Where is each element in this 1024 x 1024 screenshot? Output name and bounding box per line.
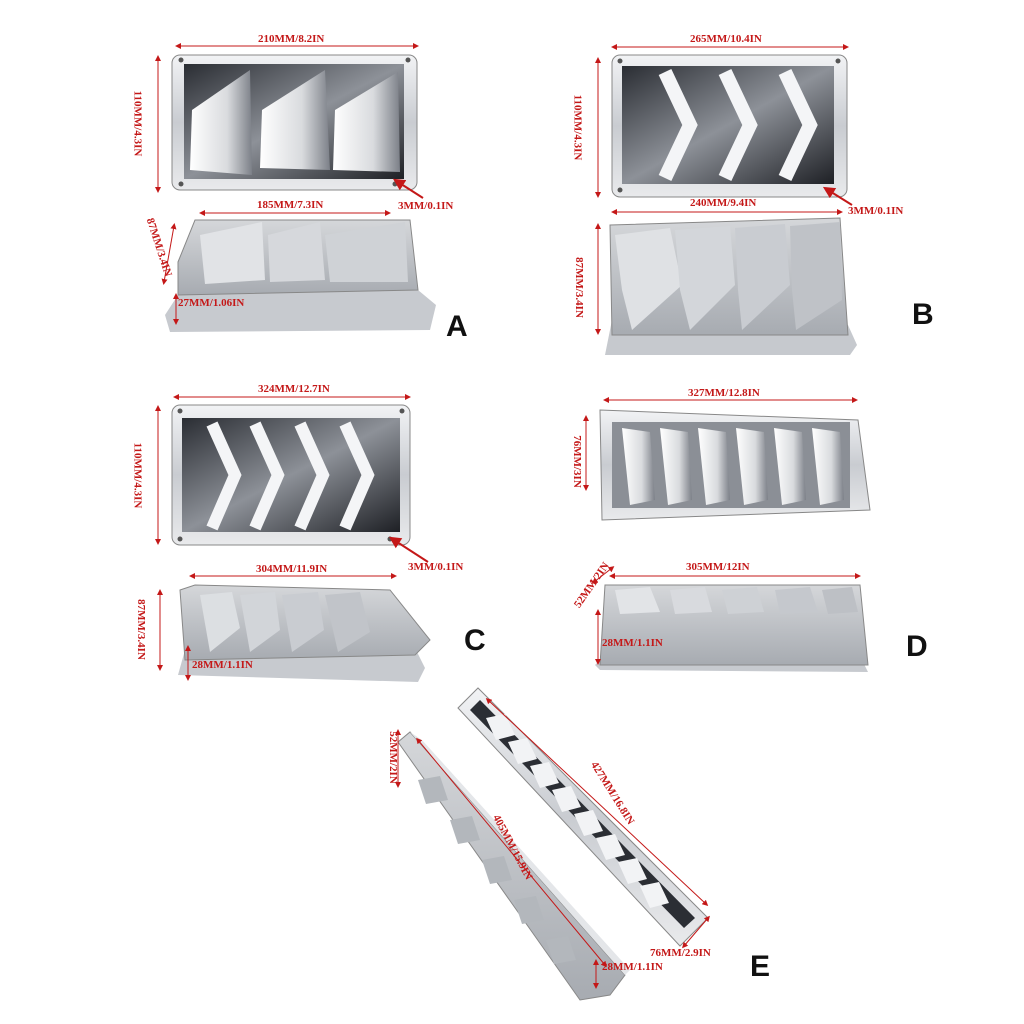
vent-d-top-width-label: 327MM/12.8IN — [688, 387, 760, 399]
vent-e-width-label: 76MM/2.9IN — [650, 947, 711, 959]
vent-d-bottom — [595, 584, 869, 672]
vent-c-top — [171, 404, 411, 546]
vent-e-height-label: 28MM/1.1IN — [602, 961, 663, 973]
vent-b-top-height-label: 110MM/4.3IN — [571, 94, 584, 161]
vent-c-letter: C — [464, 624, 486, 657]
vent-c-bottom-width-label: 304MM/11.9IN — [256, 563, 328, 575]
vent-b-hole-label: 3MM/0.1IN — [848, 205, 904, 217]
vent-a-bottom-height-label: 27MM/1.06IN — [178, 297, 245, 309]
vent-d-bottom-width-label: 305MM/12IN — [686, 561, 750, 573]
vent-b-top — [611, 54, 848, 198]
vent-b-bottom — [605, 217, 857, 355]
vent-d-top-height-label: 76MM/3IN — [570, 435, 583, 488]
vent-c-bottom-depth-label: 87MM/3.4IN — [134, 599, 147, 660]
vent-a-top-width-label: 210MM/8.2IN — [258, 33, 325, 45]
vent-d-top — [599, 409, 871, 521]
vent-a-hole-label: 3MM/0.1IN — [398, 200, 454, 212]
vent-a-bottom — [165, 219, 436, 332]
vent-b-bottom-depth-label: 87MM/3.4IN — [572, 257, 585, 318]
vent-c-top-width-label: 324MM/12.7IN — [258, 383, 330, 395]
vent-e-letter: E — [750, 950, 771, 983]
vent-a-top-height-label: 110MM/4.3IN — [131, 90, 144, 157]
vent-c-bottom — [178, 584, 431, 682]
vent-a-letter: A — [446, 310, 468, 343]
vent-c-top-height-label: 110MM/4.3IN — [131, 442, 144, 509]
vent-c-hole-label: 3MM/0.1IN — [408, 561, 464, 573]
vent-a-top — [171, 54, 418, 191]
vent-b-top-width-label: 265MM/10.4IN — [690, 33, 762, 45]
vent-d-letter: D — [906, 630, 928, 663]
vent-b-bottom-width-label: 240MM/9.4IN — [690, 197, 757, 209]
vent-a-bottom-width-label: 185MM/7.3IN — [257, 199, 324, 211]
vent-c-bottom-height-label: 28MM/1.1IN — [192, 659, 253, 671]
vent-e-depth-label: 52MM/2IN — [386, 731, 399, 784]
vent-b-letter: B — [912, 298, 934, 331]
vent-d-bottom-height-label: 28MM/1.1IN — [602, 637, 663, 649]
